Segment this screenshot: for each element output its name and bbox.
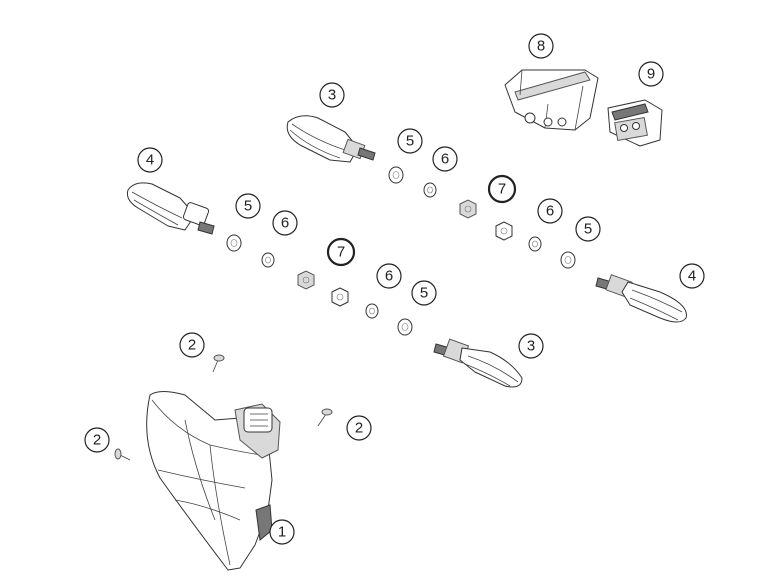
callout-6b: 6 bbox=[537, 198, 563, 224]
part-8-plate-light-housing bbox=[504, 69, 599, 131]
callout-label: 7 bbox=[337, 244, 345, 261]
callout-7a-highlighted: 7 bbox=[487, 174, 517, 204]
callout-5a: 5 bbox=[397, 128, 423, 154]
callout-1: 1 bbox=[269, 519, 295, 545]
part-3-turn-signal-upper bbox=[286, 115, 376, 163]
callout-label: 7 bbox=[498, 181, 506, 198]
callout-label: 3 bbox=[328, 87, 336, 104]
callout-5d: 5 bbox=[411, 280, 437, 306]
callout-label: 1 bbox=[278, 524, 286, 541]
part-1-headlight bbox=[146, 391, 281, 571]
callout-6c: 6 bbox=[272, 210, 298, 236]
part-4-turn-signal-left bbox=[127, 182, 215, 235]
callout-label: 5 bbox=[584, 221, 592, 238]
callout-label: 6 bbox=[546, 203, 554, 220]
part-2-screws bbox=[114, 354, 333, 461]
callout-4b: 4 bbox=[679, 263, 705, 289]
callout-2b: 2 bbox=[346, 415, 372, 441]
part-3-turn-signal-lower bbox=[433, 338, 523, 388]
callout-2a: 2 bbox=[179, 332, 205, 358]
callout-7b-highlighted: 7 bbox=[326, 237, 356, 267]
callout-3a: 3 bbox=[319, 82, 345, 108]
callout-4a: 4 bbox=[137, 147, 163, 173]
callout-label: 3 bbox=[527, 338, 535, 355]
callout-label: 6 bbox=[281, 215, 289, 232]
callout-label: 4 bbox=[146, 152, 154, 169]
callout-5c: 5 bbox=[235, 193, 261, 219]
callout-label: 6 bbox=[441, 151, 449, 168]
part-9-plate-light-unit bbox=[607, 99, 663, 147]
callout-label: 5 bbox=[244, 198, 252, 215]
callout-label: 6 bbox=[385, 268, 393, 285]
part-4-turn-signal-right bbox=[595, 274, 687, 323]
callout-5b: 5 bbox=[575, 216, 601, 242]
callout-label: 2 bbox=[188, 337, 196, 354]
callout-9: 9 bbox=[638, 61, 664, 87]
callout-label: 5 bbox=[406, 133, 414, 150]
callout-label: 2 bbox=[355, 420, 363, 437]
callout-8: 8 bbox=[528, 33, 554, 59]
callout-label: 2 bbox=[93, 432, 101, 449]
callout-label: 5 bbox=[420, 285, 428, 302]
callout-3b: 3 bbox=[518, 333, 544, 359]
callout-2c: 2 bbox=[84, 427, 110, 453]
callout-label: 9 bbox=[647, 66, 655, 83]
washers-and-nuts bbox=[226, 166, 576, 336]
callout-6d: 6 bbox=[376, 263, 402, 289]
callout-label: 8 bbox=[537, 38, 545, 55]
callout-6a: 6 bbox=[432, 146, 458, 172]
callout-label: 4 bbox=[688, 268, 696, 285]
